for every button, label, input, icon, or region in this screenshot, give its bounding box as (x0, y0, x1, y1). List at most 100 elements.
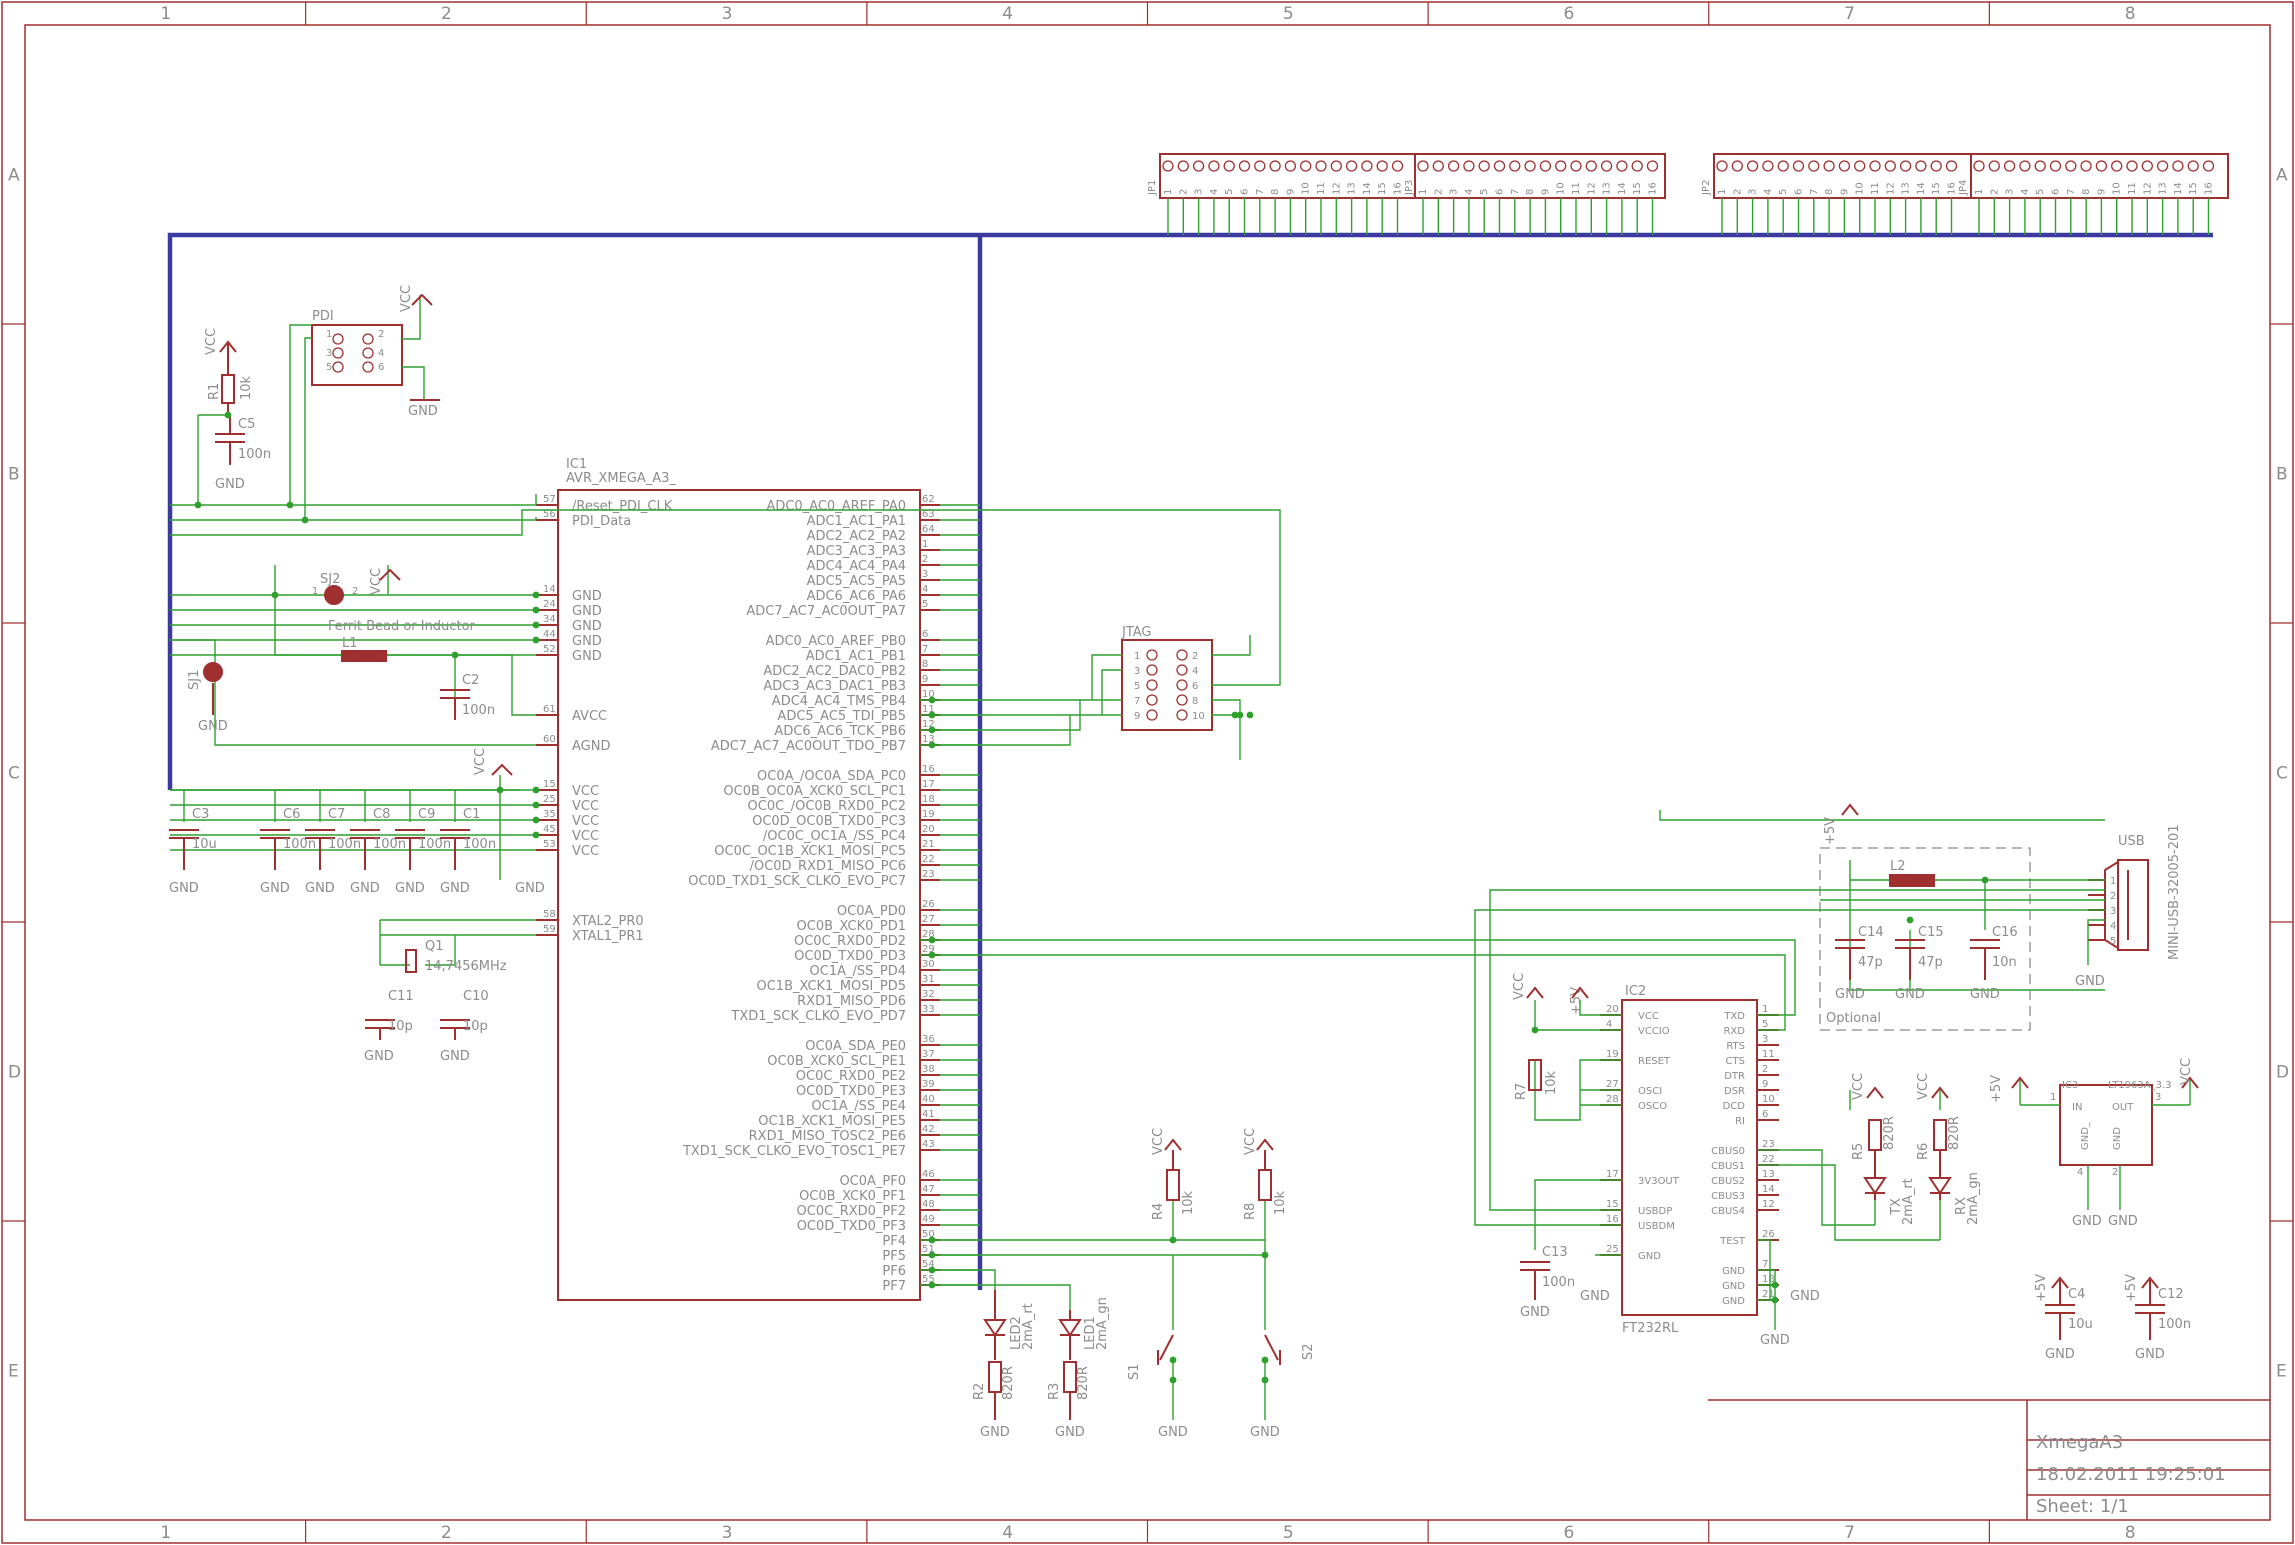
c3-name: C3 (192, 807, 209, 822)
frame-col-top-6: 6 (1563, 4, 1574, 24)
ic1-left-pin-number: 45 (543, 824, 556, 835)
ic1-left-pin-name: VCC (572, 784, 599, 799)
ic2-right-pin-name: CTS (1726, 1056, 1745, 1067)
ic1-right-pin-number: 50 (922, 1229, 935, 1240)
header-pin-number: 7 (2066, 189, 2077, 195)
ic1-right-pin-number: 64 (922, 524, 935, 535)
ic3-pin3: 3 (2155, 1092, 2161, 1103)
c10-name: C10 (463, 989, 489, 1004)
ic3-value: LT1963A_3.3 (2108, 1080, 2172, 1091)
ic2-right-pin-number: 26 (1762, 1229, 1775, 1240)
ic2-right-pin-name: CBUS1 (1711, 1161, 1745, 1172)
junction-dot (1771, 1281, 1779, 1289)
junction-dot (532, 786, 540, 794)
header-pin-hole (1493, 160, 1506, 172)
header-pin-number: 13 (1901, 182, 1912, 195)
c15-value: 47p (1918, 955, 1943, 970)
header-pin-number: 1 (1163, 189, 1174, 195)
r5-vcc: VCC (1851, 1073, 1866, 1100)
r1-name: R1 (207, 383, 222, 400)
ic1-right-pin-number: 3 (922, 569, 928, 580)
header-pin-number: 13 (2158, 182, 2169, 195)
header-pin-number: 11 (1316, 182, 1327, 195)
ic1-right-pin-number: 17 (922, 779, 935, 790)
ic1-left-pin-number: 56 (543, 509, 556, 520)
ic1-right-pin-name: TXD1_SCK_CLKO_EVO_PD7 (730, 1009, 906, 1024)
header-pin-hole (1945, 160, 1958, 172)
header-pin-hole (1616, 160, 1628, 172)
header-pin-hole (1808, 160, 1820, 172)
header-pin-number: 10 (1556, 182, 1567, 195)
ic1-left-pin-number: 52 (543, 644, 556, 655)
s2-gnd: GND (1250, 1425, 1280, 1440)
frame-row-left-B: B (8, 465, 20, 485)
header-pin-hole (1238, 160, 1251, 172)
ic1-right-pin-number: 47 (922, 1184, 935, 1195)
ic2-right-pin-number: 10 (1762, 1094, 1775, 1105)
jtag-pin-number: 4 (1192, 666, 1198, 677)
header-pin-hole (2095, 160, 2108, 172)
header-pin-hole (1463, 160, 1475, 172)
jp4-label: JP4 (1958, 180, 1969, 196)
ic2-right-pin-number: 6 (1762, 1109, 1768, 1120)
header-pin-number: 16 (1648, 182, 1659, 195)
frame-row-right-D: D (2276, 1063, 2289, 1083)
jtag-pin-number: 7 (1134, 696, 1140, 707)
frame-row-left-E: E (8, 1362, 19, 1382)
ic1-left-pin-name: XTAL2_PR0 (572, 914, 644, 929)
ic1-right-pin-name: OC0C_RXD0_PF2 (797, 1204, 906, 1219)
header-pin-hole (1973, 160, 1985, 172)
c10-gnd: GND (440, 1049, 470, 1064)
junction-dot (532, 801, 540, 809)
ic1-left-pin-number: 60 (543, 734, 556, 745)
header-pin-hole (1330, 160, 1342, 172)
frame-col-top-8: 8 (2125, 4, 2136, 24)
rx-value: 2mA_gn (1966, 1172, 1981, 1225)
header-pin-number: 15 (1377, 182, 1388, 195)
jtag-pin-hole (1146, 664, 1158, 676)
ic1-right-pin-name: ADC0_AC0_AREF_PB0 (766, 634, 906, 649)
frame-row-left-A: A (8, 166, 20, 186)
ic1-right-pin-number: 46 (922, 1169, 935, 1180)
ic1-right-pin-number: 5 (922, 599, 928, 610)
jtag-pin-hole (1176, 664, 1188, 676)
c6-value: 100n (283, 837, 316, 852)
ic1-right-pin-number: 29 (922, 944, 935, 955)
header-pin-hole (1823, 160, 1835, 172)
header-pin-hole (1345, 160, 1358, 172)
ic2-left-pin-name: GND (1638, 1251, 1661, 1262)
ic1-right-pin-name: PF7 (882, 1279, 906, 1294)
pdi-connector: PDI 1 2 3 4 5 6 (311, 309, 403, 386)
ic2-value: FT232RL (1622, 1321, 1679, 1336)
header-pin-number: 15 (2188, 182, 2199, 195)
ic1-right-pin-number: 8 (922, 659, 928, 670)
components: R1 10k VCC C5 100n GND VCC GND SJ2 1 2 V… (169, 285, 2191, 1440)
ic1-right-pin-name: OC0D_OC0B_TXD0_PC3 (752, 814, 906, 829)
jtag-pin-hole (1146, 649, 1158, 661)
wires (170, 295, 2105, 1330)
header-pin-number: 1 (1717, 189, 1728, 195)
c4-name: C4 (2068, 1287, 2085, 1302)
header-pin-number: 5 (2035, 189, 2046, 195)
ic1-right-pin-number: 23 (922, 869, 935, 880)
header-pin-number: 4 (1763, 189, 1774, 195)
c8-value: 100n (373, 837, 406, 852)
ic1-left-pin-number: 34 (543, 614, 556, 625)
ic1-right-pin-number: 19 (922, 809, 935, 820)
optional-label: Optional (1826, 1011, 1881, 1026)
header-pin-hole (1447, 160, 1460, 172)
junction-dot (928, 936, 936, 944)
header-pin-number: 3 (1449, 189, 1460, 195)
ic1-right-pin-name: /OC0D_RXD1_MISO_PC6 (750, 859, 906, 874)
c15-name: C15 (1918, 925, 1944, 940)
ic1-right-pin-number: 36 (922, 1034, 935, 1045)
c16-gnd: GND (1970, 987, 2000, 1002)
pdi-pin-6: 6 (378, 362, 384, 373)
usb-pin-number: 5 (2110, 936, 2116, 947)
c9-value: 100n (418, 837, 451, 852)
ic1-right-pin-name: PF4 (882, 1234, 906, 1249)
ic2-gnd-bottom: GND (1760, 1333, 1790, 1348)
junction-dot (928, 741, 936, 749)
title-name: XmegaA3 (2036, 1432, 2123, 1453)
vcc-label-r1: VCC (204, 328, 219, 355)
